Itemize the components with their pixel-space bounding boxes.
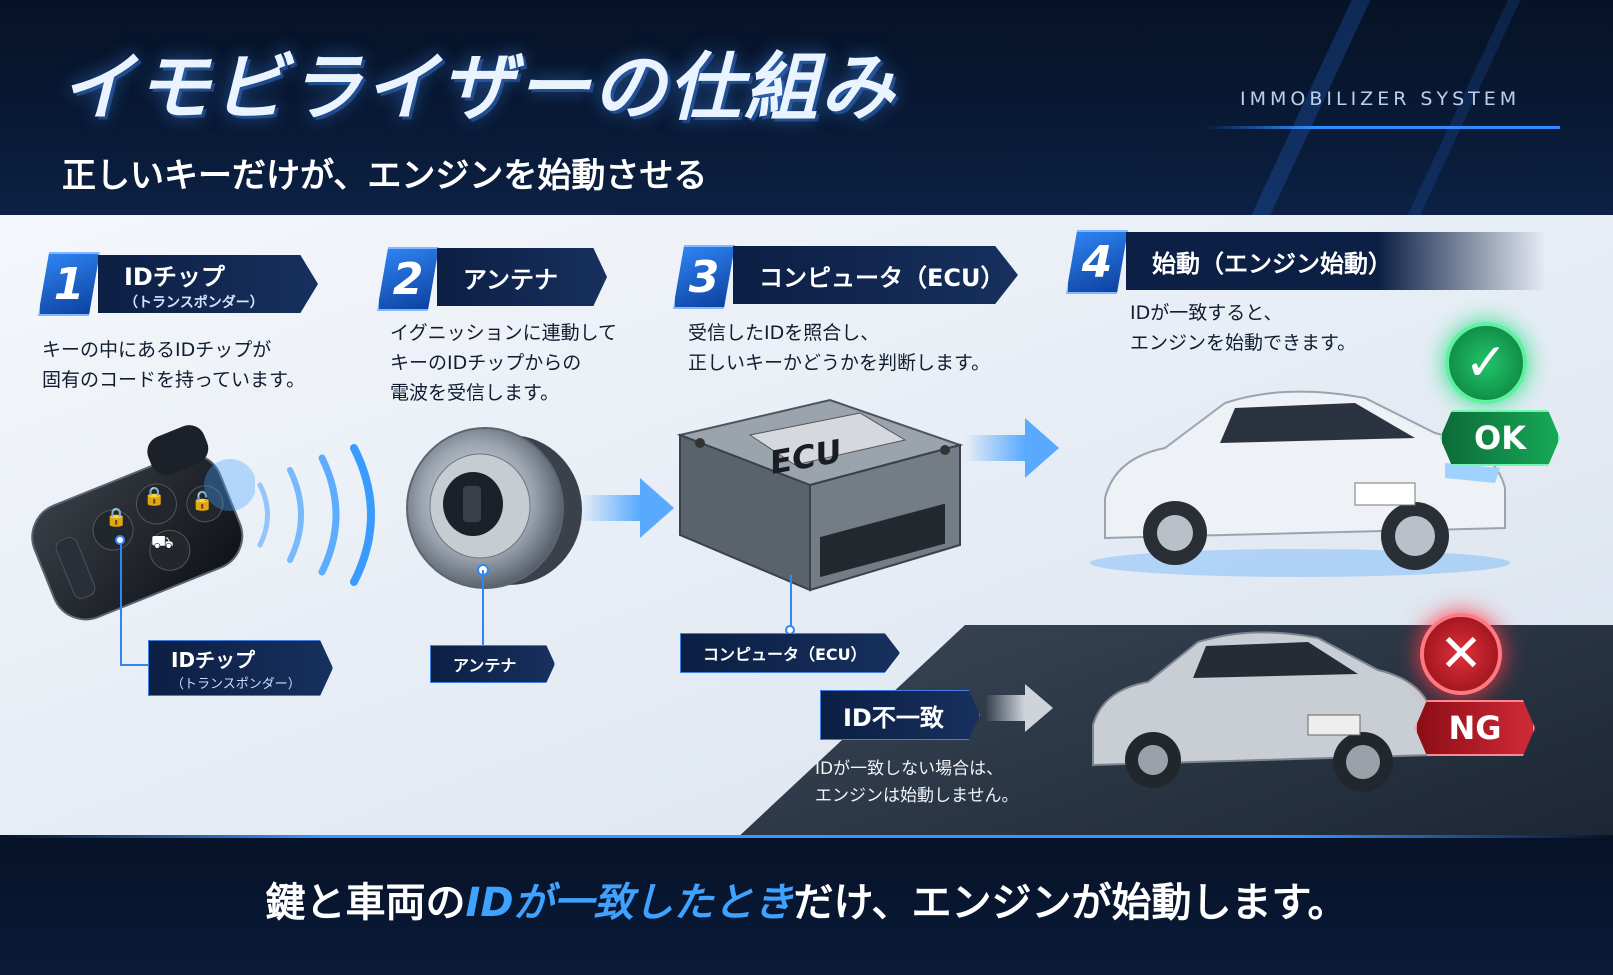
ecu-callout: コンピュータ（ECU）	[680, 633, 900, 673]
ecu-callout-label: コンピュータ（ECU）	[703, 645, 867, 664]
chip-leader-line	[120, 664, 150, 666]
step-2-label: アンテナ	[463, 265, 559, 294]
cross-icon: ✕	[1420, 613, 1502, 695]
tag-underline	[1205, 126, 1560, 129]
chip-callout-sublabel: （トランスポンダー）	[171, 677, 301, 692]
ok-badge: OK	[1440, 410, 1560, 466]
step-2-desc-line: キーのIDチップからの	[390, 352, 582, 374]
antenna-ring-illustration	[406, 427, 582, 589]
footer-banner	[0, 835, 1613, 975]
step-4-label: 始動（エンジン始動）	[1152, 249, 1392, 278]
footer-accent-line	[0, 835, 1613, 838]
step-2-header: アンテナ	[437, 248, 607, 306]
step-1-description: キーの中にあるIDチップが 固有のコードを持っています。	[42, 335, 305, 395]
arrow-ecu-to-start	[965, 418, 1059, 478]
step-4-desc-line: IDが一致すると、	[1130, 302, 1283, 324]
step-2-desc-line: 電波を受信します。	[390, 382, 560, 404]
antenna-callout-label: アンテナ	[453, 656, 517, 675]
chip-glow	[204, 459, 255, 511]
step-1-label: IDチップ	[124, 262, 225, 291]
mismatch-description: IDが一致しない場合は、 エンジンは始動しません。	[815, 756, 1019, 810]
chip-leader-line	[120, 540, 122, 665]
page-subtitle: 正しいキーだけが、エンジンを始動させる	[62, 156, 708, 196]
step-3-description: 受信したIDを照合し、 正しいキーかどうかを判断します。	[688, 318, 990, 378]
step-1-number: 1	[38, 252, 100, 316]
mismatch-callout: ID不一致	[820, 690, 980, 740]
step-1-sublabel: （トランスポンダー）	[124, 294, 264, 311]
step-3-desc-line: 受信したIDを照合し、	[688, 322, 880, 344]
step-2-description: イグニッションに連動して キーのIDチップからの 電波を受信します。	[390, 318, 617, 408]
step-2-desc-line: イグニッションに連動して	[390, 322, 618, 344]
unlock-icon: 🔓	[191, 490, 213, 512]
system-tag: IMMOBILIZER SYSTEM	[1240, 88, 1521, 110]
footer-text-highlight: IDが一致したとき	[465, 880, 794, 926]
page-title: イモビライザーの仕組み	[60, 45, 896, 131]
step-1-desc-line: キーの中にあるIDチップが	[42, 339, 272, 361]
header-banner	[0, 0, 1613, 225]
car-ok-illustration	[1090, 390, 1510, 577]
mismatch-desc-line: エンジンは始動しません。	[815, 786, 1019, 806]
antenna-callout: アンテナ	[430, 645, 555, 683]
step-4-description: IDが一致すると、 エンジンを始動できます。	[1130, 298, 1356, 358]
step-1-desc-line: 固有のコードを持っています。	[42, 369, 306, 391]
lock-icon: 🔒	[105, 507, 127, 528]
ng-badge: NG	[1415, 700, 1535, 756]
mismatch-desc-line: IDが一致しない場合は、	[815, 759, 1004, 779]
chip-callout: IDチップ （トランスポンダー）	[148, 640, 333, 696]
step-1-header: IDチップ （トランスポンダー）	[98, 255, 318, 313]
radio-waves-icon	[257, 444, 375, 586]
step-4-desc-line: エンジンを始動できます。	[1130, 332, 1357, 354]
step-3-label: コンピュータ（ECU）	[759, 263, 1005, 292]
step-4-number: 4	[1066, 230, 1128, 294]
car-key-illustration: 🔒 🔒 🔓 ⛟	[31, 425, 255, 621]
car-ng-illustration	[1092, 631, 1434, 792]
trunk-icon: ⛟	[151, 532, 174, 553]
step-3-desc-line: 正しいキーかどうかを判断します。	[688, 352, 991, 374]
antenna-leader-line	[482, 570, 484, 645]
chip-leader-dot	[115, 535, 125, 545]
footer-text-after: だけ、エンジンが始動します。	[793, 880, 1348, 926]
mismatch-label: ID不一致	[843, 703, 944, 732]
arrow-antenna-to-ecu	[580, 478, 674, 538]
step-3-header: コンピュータ（ECU）	[733, 246, 1018, 304]
check-icon: ✓	[1445, 322, 1527, 404]
chip-callout-label: IDチップ	[171, 648, 256, 672]
arrow-mismatch-to-ng	[985, 684, 1053, 732]
ecu-box-illustration	[676, 398, 964, 592]
step-4-header: 始動（エンジン始動）	[1126, 232, 1546, 290]
footer-message: 鍵と車両のIDが一致したときだけ、エンジンが始動します。	[0, 870, 1613, 928]
lock-icon: 🔒	[143, 486, 165, 507]
ecu-leader-line	[790, 575, 792, 633]
footer-text-before: 鍵と車両の	[265, 880, 466, 926]
